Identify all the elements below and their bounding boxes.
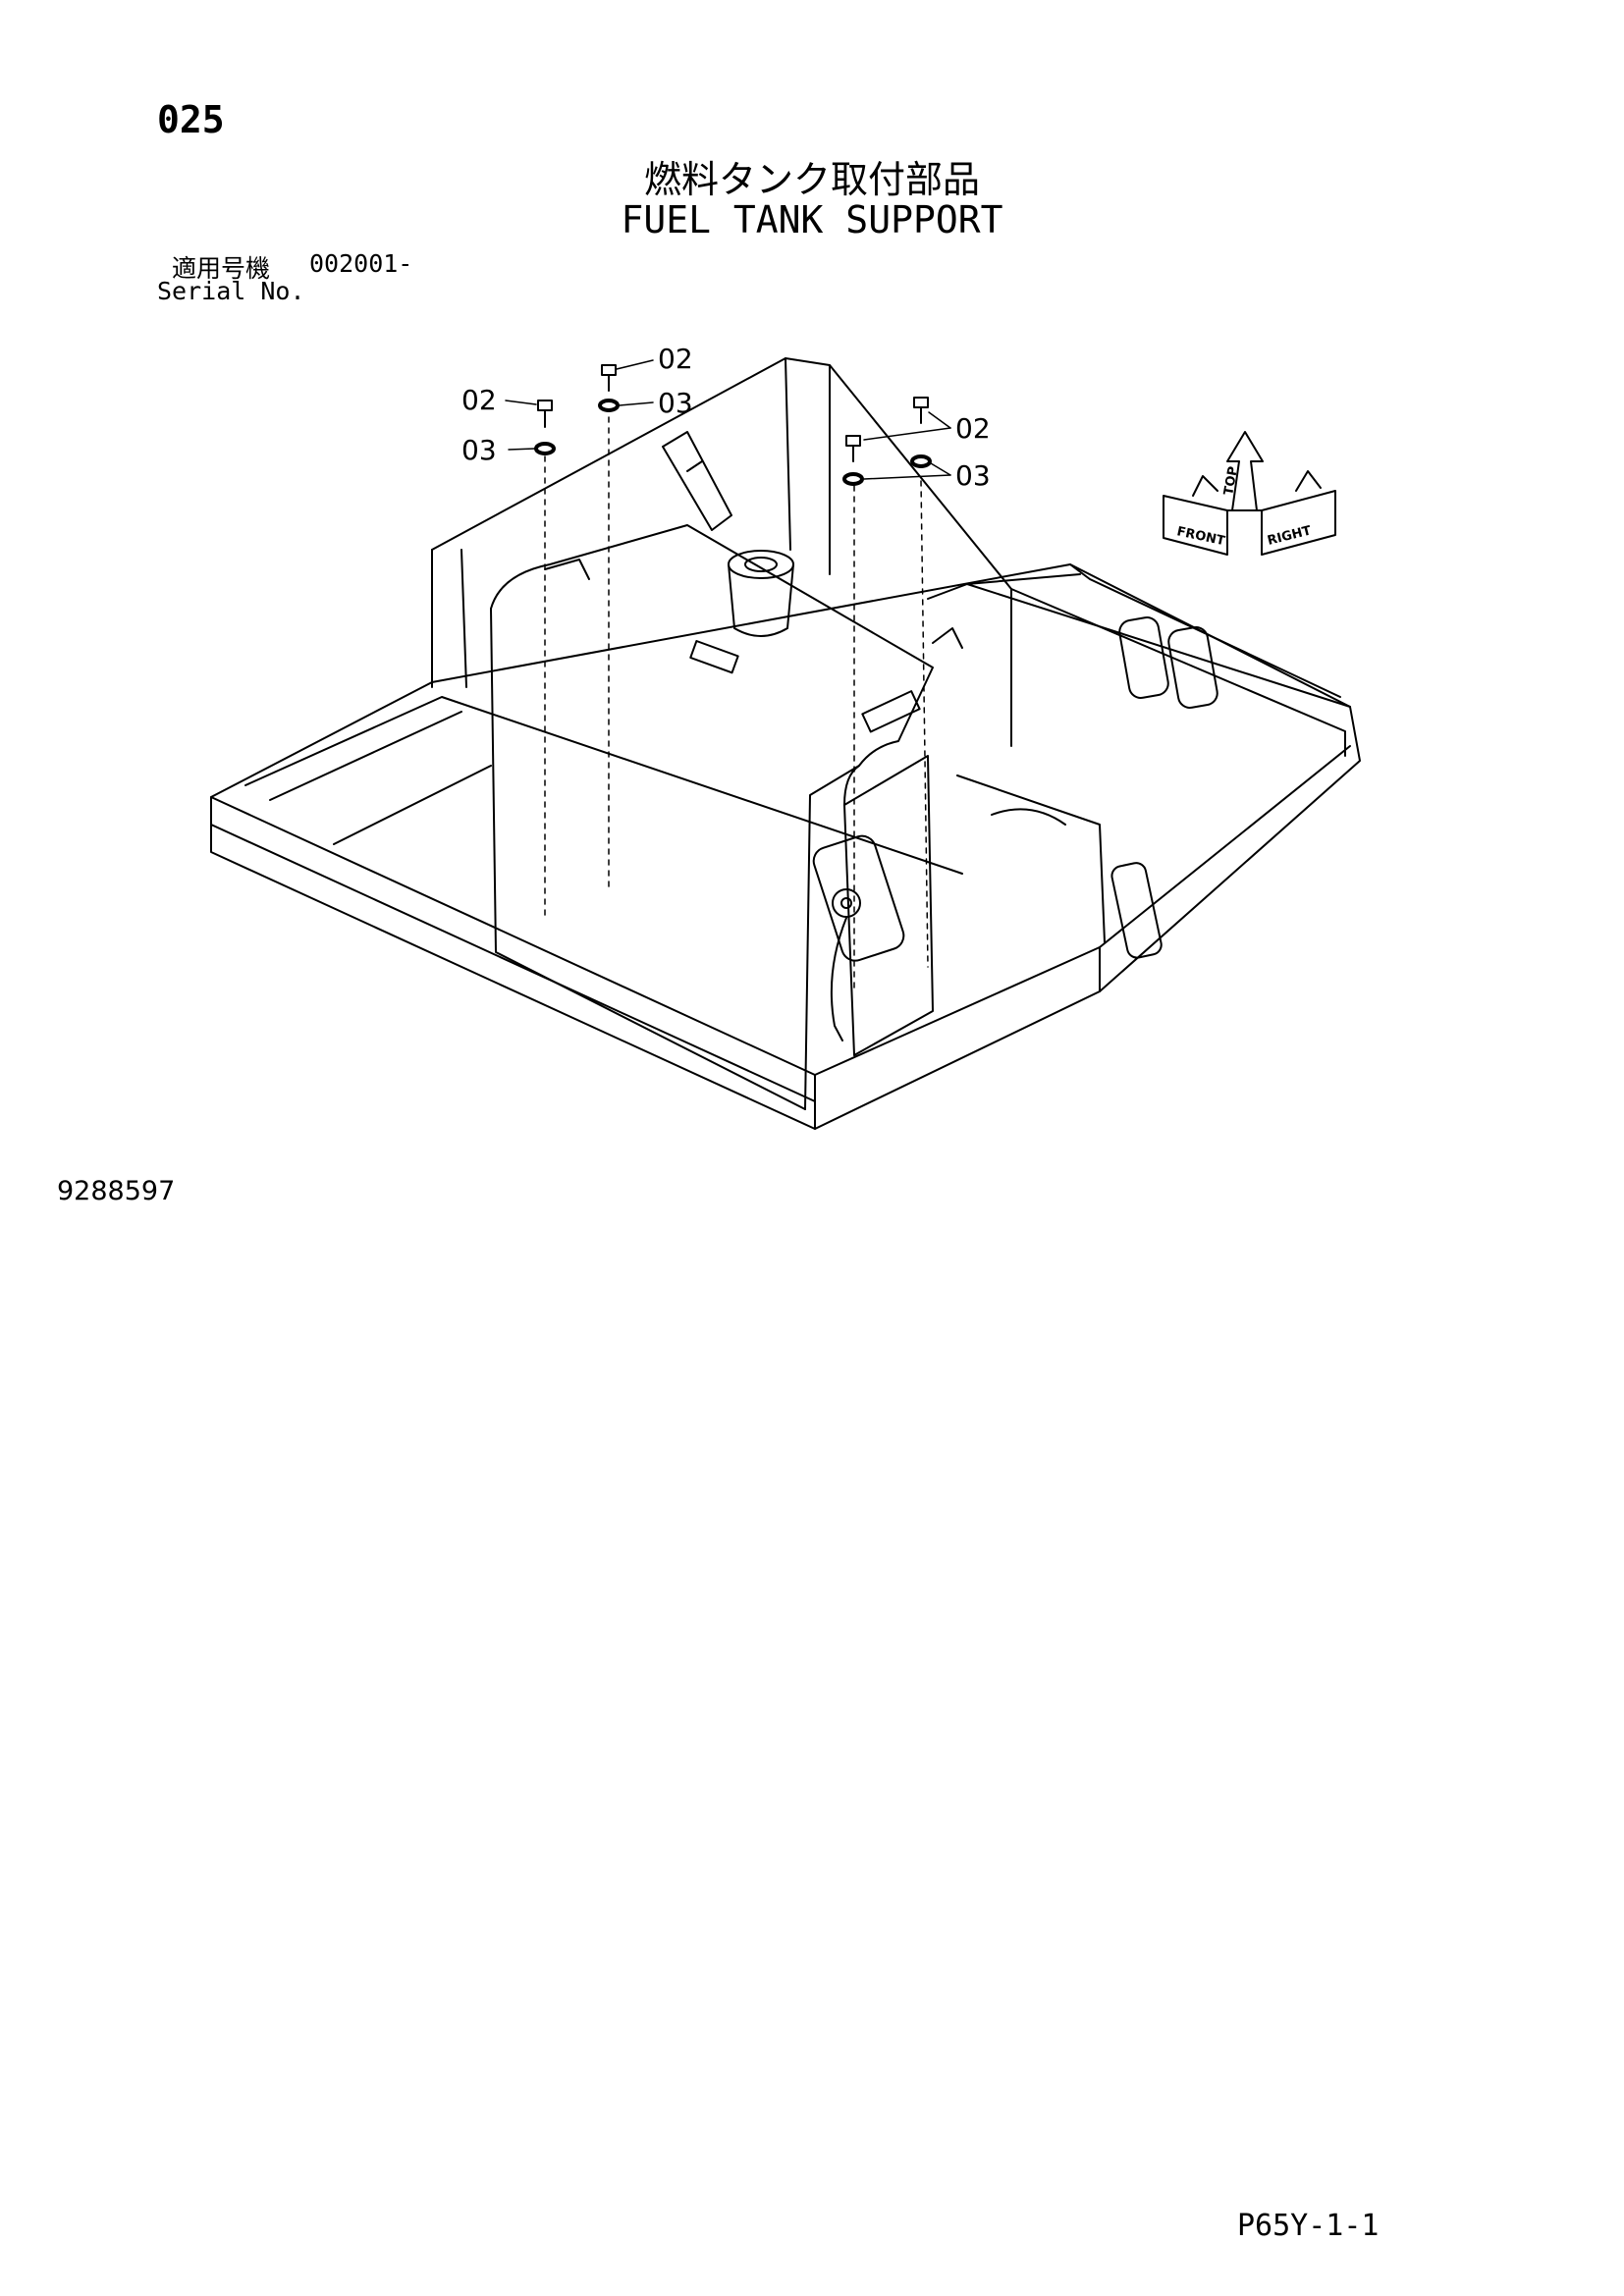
filler-neck [728,550,794,637]
rear-wall [431,357,1351,747]
bolt-b-icon [601,364,617,392]
fuel-tank [490,524,934,1110]
tank-brackets [544,431,963,733]
leader-lines [544,416,929,992]
callout-washer-b: 03 [658,387,693,419]
callout-leaders [505,359,951,480]
right-frame-panels [956,588,1346,959]
washer-c-icon [842,454,932,486]
fuel-tank-exploded-diagram: 02 03 02 03 02 03 FRONT RIGHT TOP [210,343,1361,1130]
frame-outline [210,563,1361,1130]
drawing-number: 9288597 [57,1176,176,1206]
bolt-c-icon [845,397,929,462]
page-title-japanese: 燃料タンク取付部品 [643,158,980,201]
bolt-a-icon [537,400,553,428]
sheet-code: P65Y-1-1 [1237,2209,1380,2243]
orientation-top-label: TOP [1221,465,1241,497]
callout-washer-a: 03 [461,434,497,466]
callout-washer-c: 03 [955,459,991,492]
orientation-right-label: RIGHT [1266,523,1313,549]
serial-label-japanese: 適用号機 [172,254,271,283]
orientation-indicator: FRONT RIGHT TOP [1163,431,1336,556]
callout-bolt-a: 02 [461,384,497,416]
page-title-english: FUEL TANK SUPPORT [621,198,1003,241]
callout-bolt-b: 02 [658,343,693,375]
washer-b-icon [598,399,620,412]
page-number: 025 [157,98,225,141]
callout-bolt-c: 02 [955,412,991,445]
serial-number-value: 002001- [309,249,413,278]
serial-label-english: Serial No. [157,277,305,305]
orientation-front-label: FRONT [1175,524,1226,549]
washer-a-icon [534,442,556,455]
